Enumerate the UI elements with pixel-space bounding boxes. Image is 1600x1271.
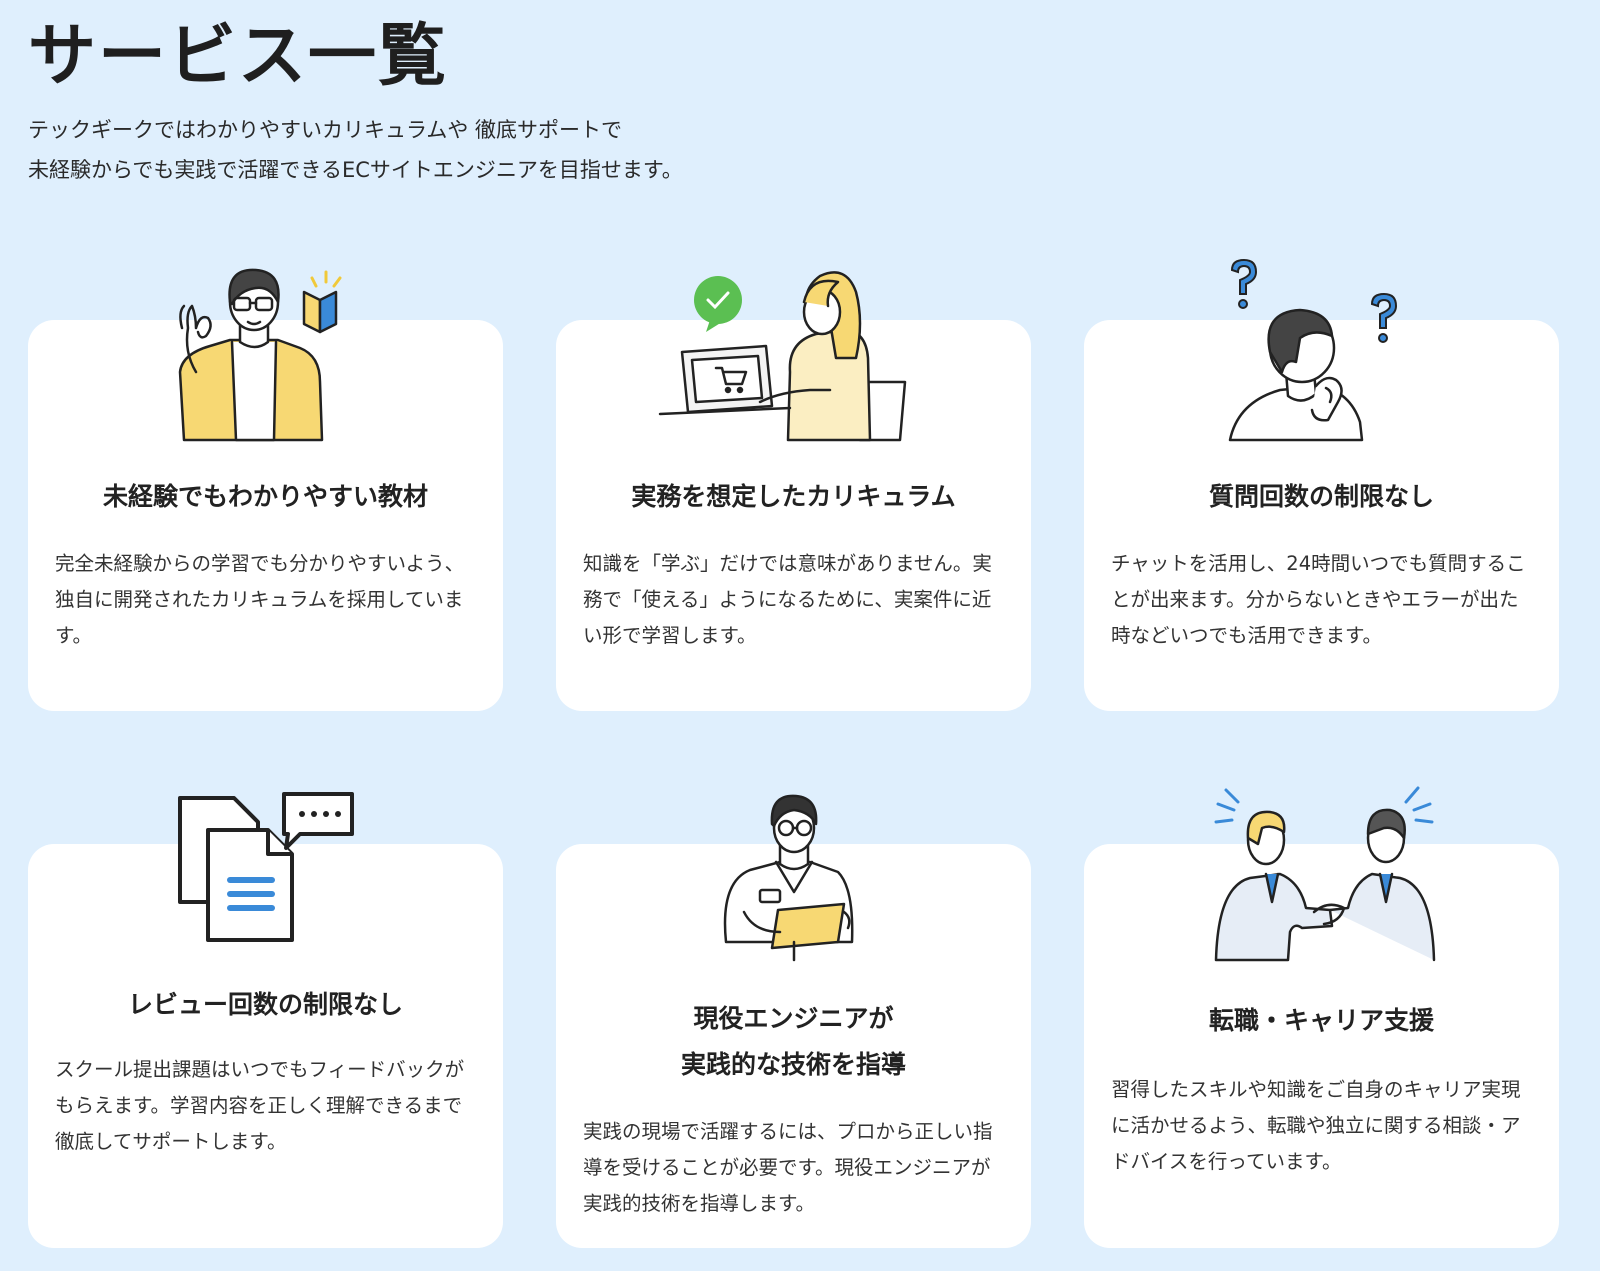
card-title: 転職・キャリア支援 <box>1208 1006 1434 1035</box>
lead-text: テックギークではわかりやすいカリキュラムや 徹底サポートで 未経験からでも実践で… <box>28 110 683 190</box>
card-title: 質問回数の制限なし <box>1208 482 1434 511</box>
documents-chat-icon <box>178 792 354 942</box>
card-title: 未経験でもわかりやすい教材 <box>102 482 428 511</box>
card-title: 現役エンジニアが 実践的な技術を指導 <box>680 1004 906 1079</box>
card-title: 実務を想定したカリキュラム <box>631 482 956 511</box>
card-text: スクール提出課題はいつでもフィードバックがもらえます。学習内容を正しく理解できる… <box>55 1058 465 1153</box>
laptop-cart-icon <box>658 271 907 442</box>
card-text: 完全未経験からの学習でも分かりやすいよう、独自に開発されたカリキュラムを採用して… <box>55 552 465 647</box>
card-text: 実践の現場で活躍するには、プロから正しい指導を受けることが必要です。現役エンジニ… <box>583 1120 993 1215</box>
card-text: チャットを活用し、24時間いつでも質問することが出来ます。分からないときやエラー… <box>1111 552 1526 647</box>
card-title: レビュー回数の制限なし <box>127 990 403 1019</box>
thinking-person-icon <box>1228 258 1398 442</box>
handshake-icon <box>1214 786 1436 962</box>
engineer-tablet-icon <box>723 794 854 962</box>
service-card-review: レビュー回数の制限なし スクール提出課題はいつでもフィードバックがもらえます。学… <box>28 844 503 1248</box>
lead-line-2: 未経験からでも実践で活躍できるECサイトエンジニアを目指せます。 <box>28 158 683 182</box>
card-text: 知識を「学ぶ」だけでは意味がありません。実務で「使える」ようになるために、実案件… <box>583 552 992 647</box>
page-title: サービス一覧 <box>28 17 449 96</box>
lead-line-1: テックギークではわかりやすいカリキュラムや 徹底サポートで <box>28 118 623 142</box>
card-text: 習得したスキルや知識をご自身のキャリア実現に活かせるよう、転職や独立に関する相談… <box>1111 1078 1521 1173</box>
beginner-person-icon <box>178 268 342 442</box>
